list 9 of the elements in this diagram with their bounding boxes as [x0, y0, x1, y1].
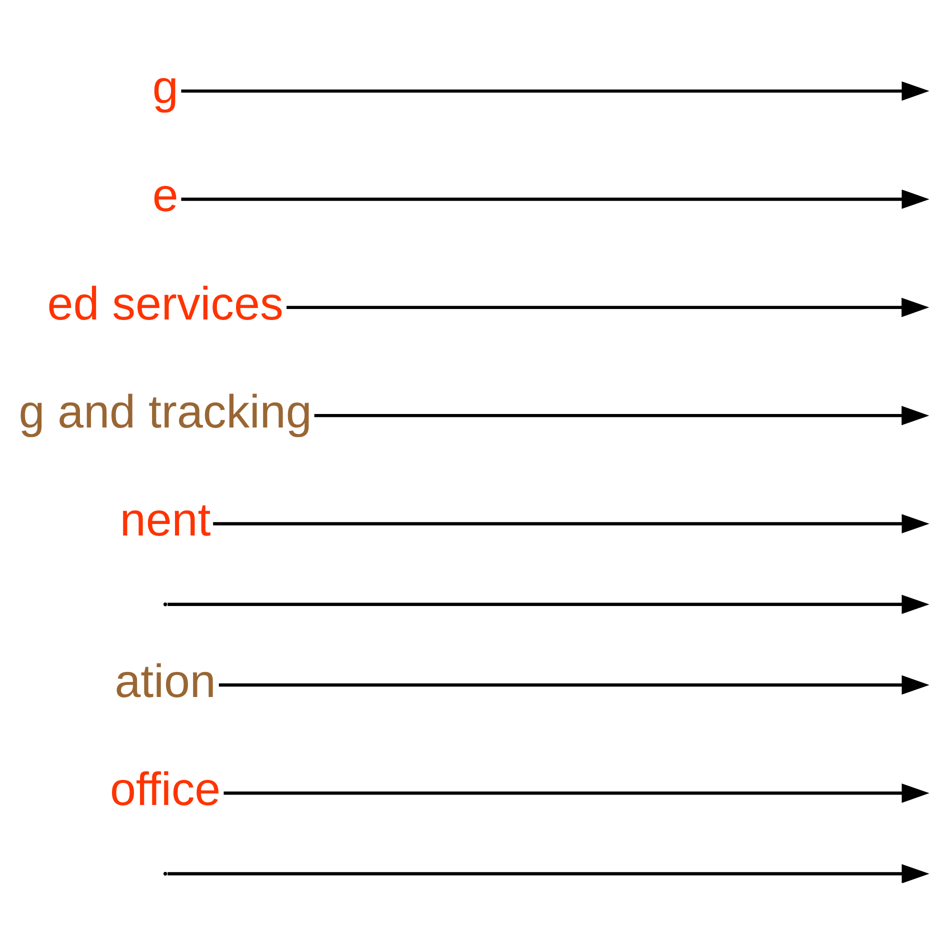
node-text: g: [152, 60, 178, 113]
node-text: ation: [114, 654, 216, 707]
node-text: office: [110, 763, 221, 816]
node-text: nent: [120, 494, 211, 546]
node-point: [163, 602, 168, 606]
node-text: ed services: [47, 277, 284, 330]
node-text: e: [152, 169, 178, 222]
node-point: [163, 872, 168, 876]
node-text: g and tracking: [18, 385, 312, 438]
